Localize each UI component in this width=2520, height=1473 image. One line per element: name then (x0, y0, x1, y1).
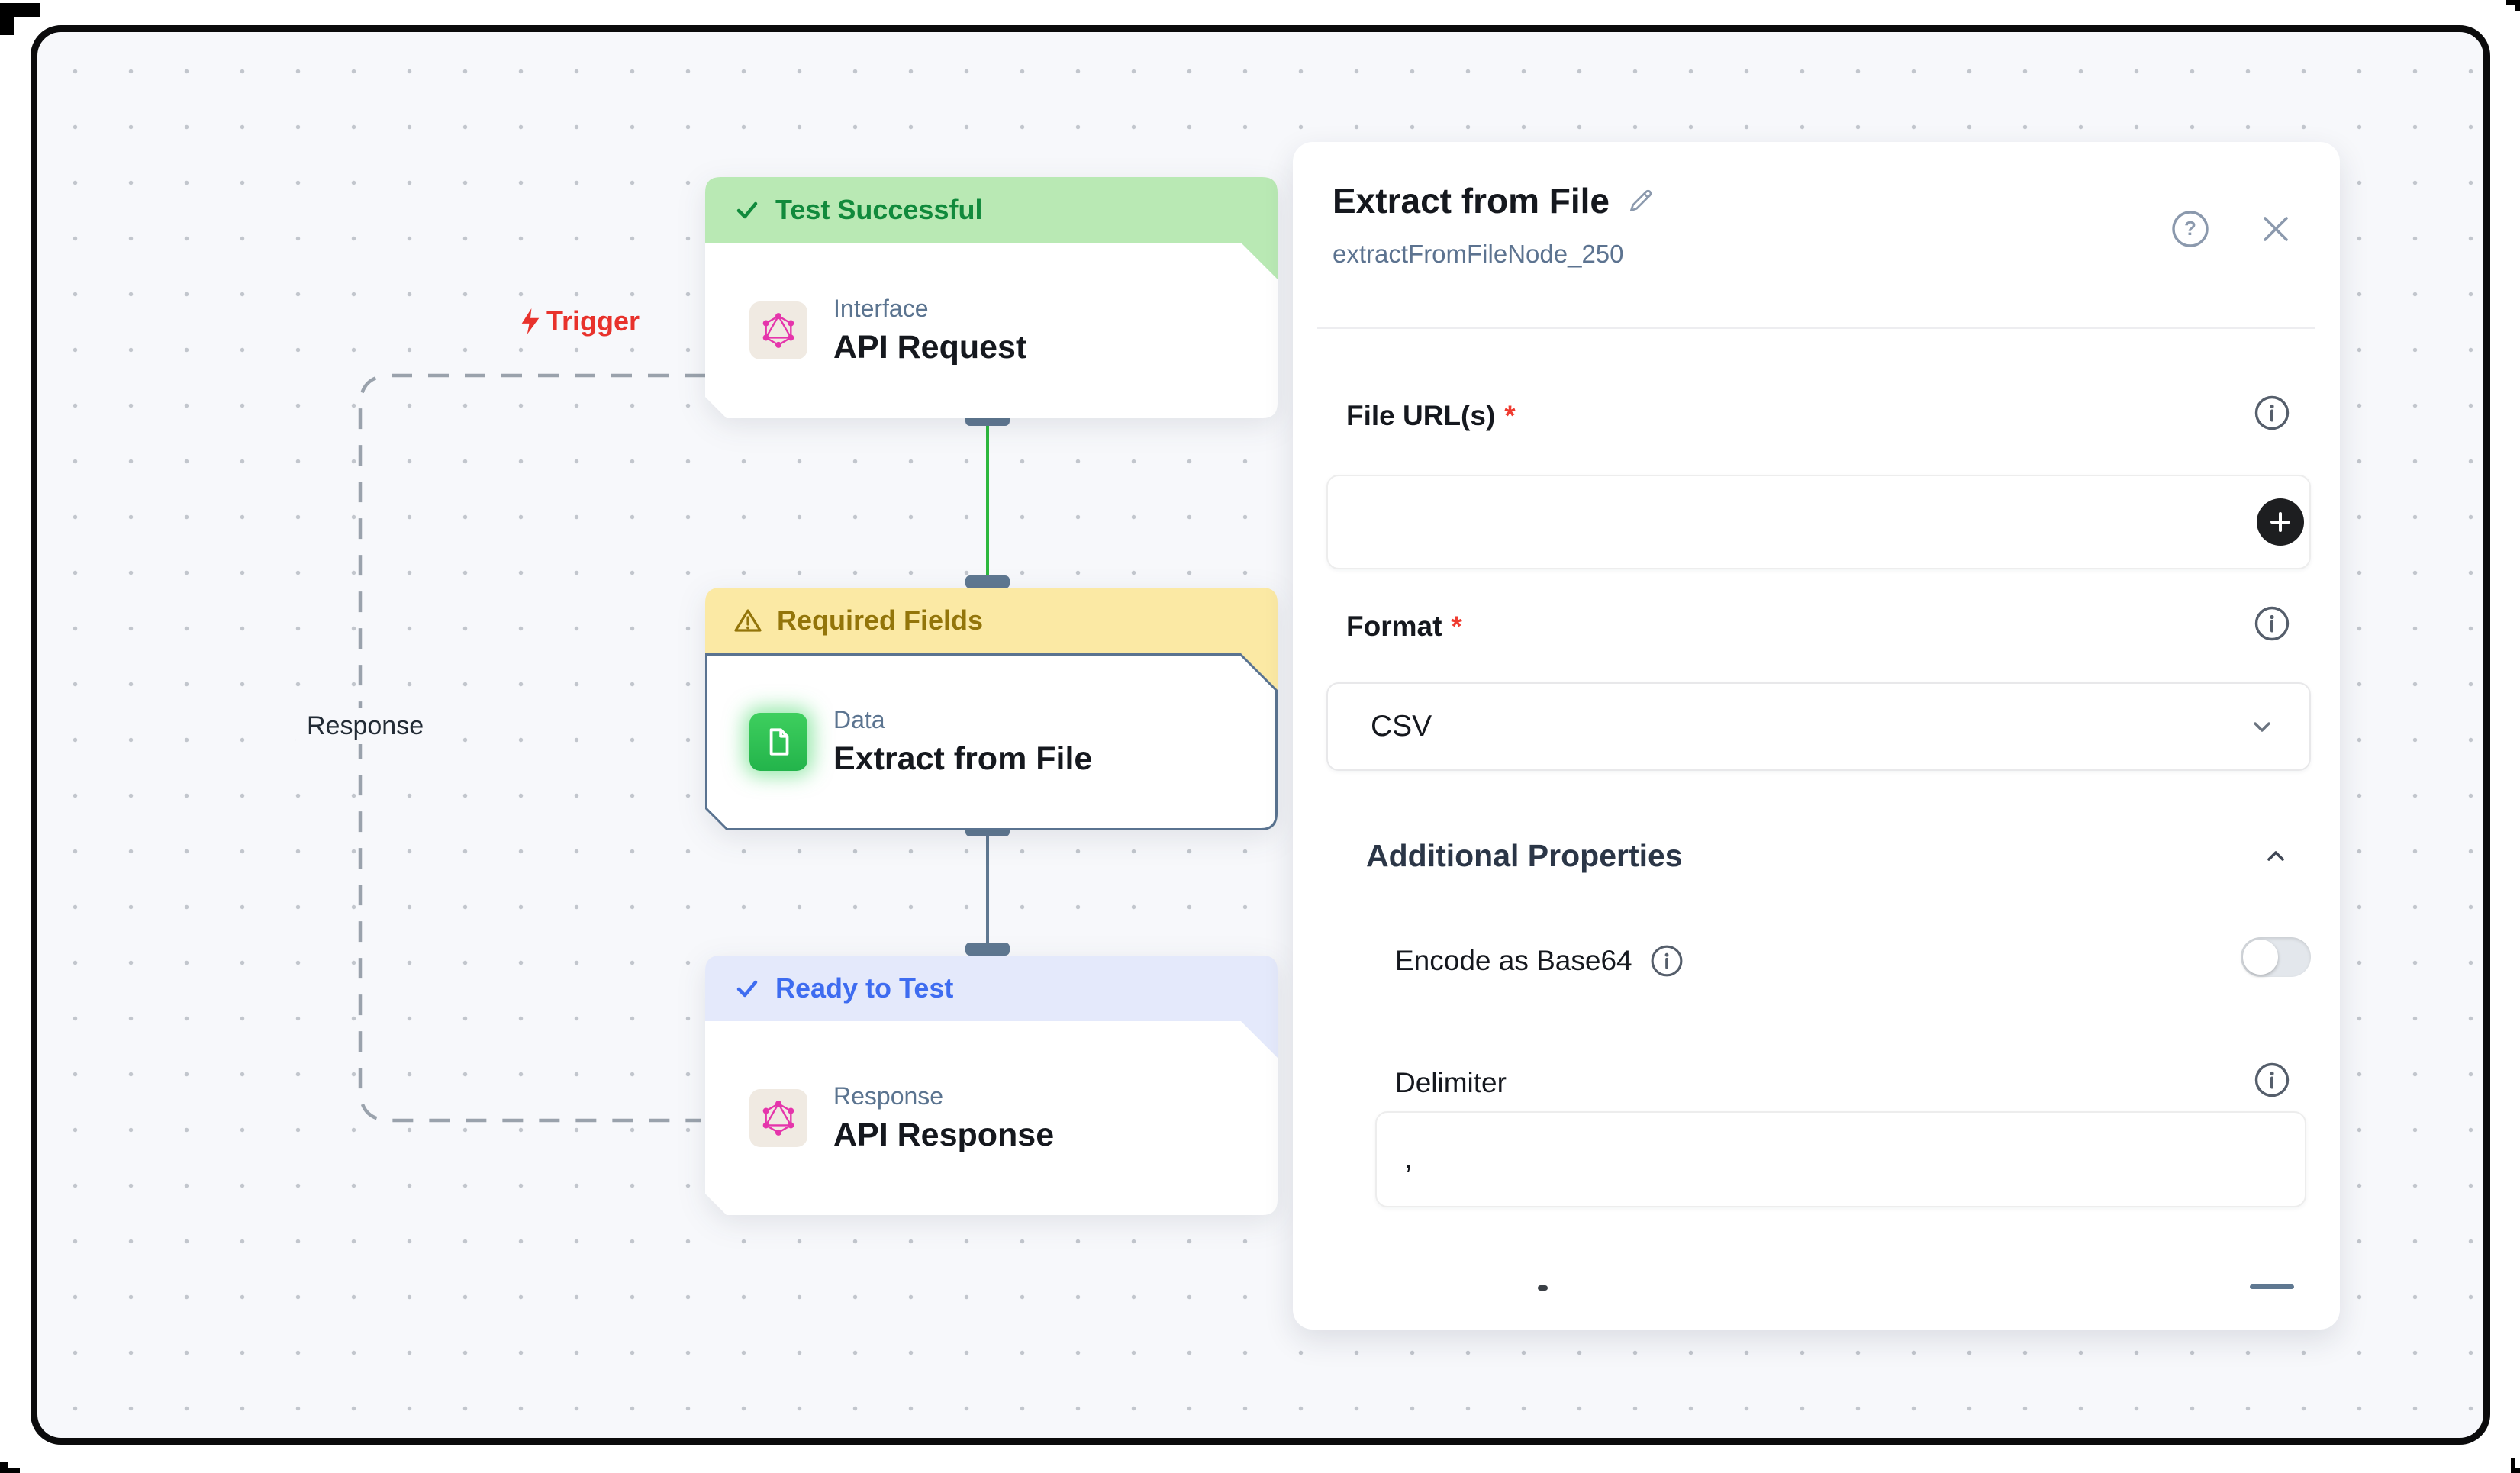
graphql-icon (749, 301, 807, 359)
node-api-request[interactable]: Test Successful Interface API Request (705, 177, 1278, 418)
svg-text:?: ? (2184, 217, 2196, 240)
info-icon[interactable] (2253, 1061, 2291, 1099)
toggle-knob (2243, 940, 2278, 975)
check-icon (736, 980, 758, 998)
node-api-response[interactable]: Ready to Test Response API Response (705, 956, 1278, 1215)
node-shape (705, 177, 1278, 418)
node-title: Extract from File (833, 740, 1093, 777)
file-urls-label: File URL(s) (1346, 400, 1496, 431)
divider (1317, 327, 2315, 329)
corner-mark (0, 1468, 20, 1473)
edit-pencil-icon[interactable] (1626, 186, 1655, 215)
format-label: Format (1346, 611, 1442, 642)
node-status-bar: Test Successful (705, 177, 1278, 243)
clipped-next-toggle (2250, 1284, 2294, 1289)
clipped-next-field (1538, 1285, 1548, 1291)
corner-mark (2515, 0, 2520, 11)
node-status-bar: Ready to Test (705, 956, 1278, 1021)
format-select[interactable]: CSV (1326, 682, 2311, 771)
format-value: CSV (1371, 710, 1432, 743)
trigger-label: Trigger (517, 305, 640, 337)
node-status-bar: Required Fields (705, 588, 1278, 653)
edge-handle[interactable] (965, 943, 1010, 956)
node-category: Response (833, 1082, 944, 1110)
graphql-icon (749, 1089, 807, 1147)
delimiter-input[interactable] (1375, 1111, 2306, 1207)
additional-properties-section[interactable]: Additional Properties (1366, 838, 2291, 874)
chevron-down-icon (2254, 722, 2270, 732)
node-id: extractFromFileNode_250 (1333, 240, 1624, 268)
help-icon[interactable]: ? (2170, 209, 2210, 249)
file-urls-input[interactable] (1326, 475, 2311, 569)
node-title: API Request (833, 329, 1027, 366)
add-file-url-button[interactable] (2257, 498, 2304, 546)
document-icon (749, 713, 807, 771)
node-category: Data (833, 706, 885, 733)
plus-icon (2270, 512, 2290, 532)
section-title: Additional Properties (1366, 838, 1683, 873)
corner-mark (2511, 1458, 2515, 1473)
edge-handle[interactable] (965, 575, 1010, 588)
edge-slate-line[interactable] (986, 833, 989, 946)
corner-mark (0, 3, 14, 35)
node-title: API Response (833, 1117, 1055, 1153)
check-icon (736, 201, 758, 219)
warning-icon (734, 609, 762, 632)
chevron-up-icon[interactable] (2261, 841, 2291, 872)
delimiter-label: Delimiter (1395, 1067, 1507, 1098)
info-icon[interactable] (2253, 394, 2291, 432)
node-shape (705, 956, 1278, 1215)
corner-mark (0, 1462, 8, 1473)
panel-title: Extract from File (1333, 181, 1610, 221)
node-extract-from-file[interactable]: Required Fields Data Extract from File (705, 588, 1278, 830)
info-icon[interactable] (1649, 943, 1684, 978)
info-icon[interactable] (2253, 604, 2291, 643)
node-category: Interface (833, 295, 929, 322)
lightning-icon (521, 308, 540, 334)
required-asterisk: * (1451, 611, 1462, 642)
edge-green-line[interactable] (986, 424, 989, 580)
corner-mark (2506, 0, 2520, 5)
encode-base64-toggle[interactable] (2241, 937, 2311, 977)
corner-mark (2511, 1468, 2520, 1473)
close-icon[interactable] (2259, 212, 2293, 246)
encode-base64-label: Encode as Base64 (1395, 945, 1632, 976)
required-asterisk: * (1504, 400, 1516, 431)
node-config-panel: Extract from File extractFromFileNode_25… (1293, 142, 2340, 1330)
response-edge-label: Response (296, 708, 435, 744)
node-shape (705, 588, 1278, 830)
